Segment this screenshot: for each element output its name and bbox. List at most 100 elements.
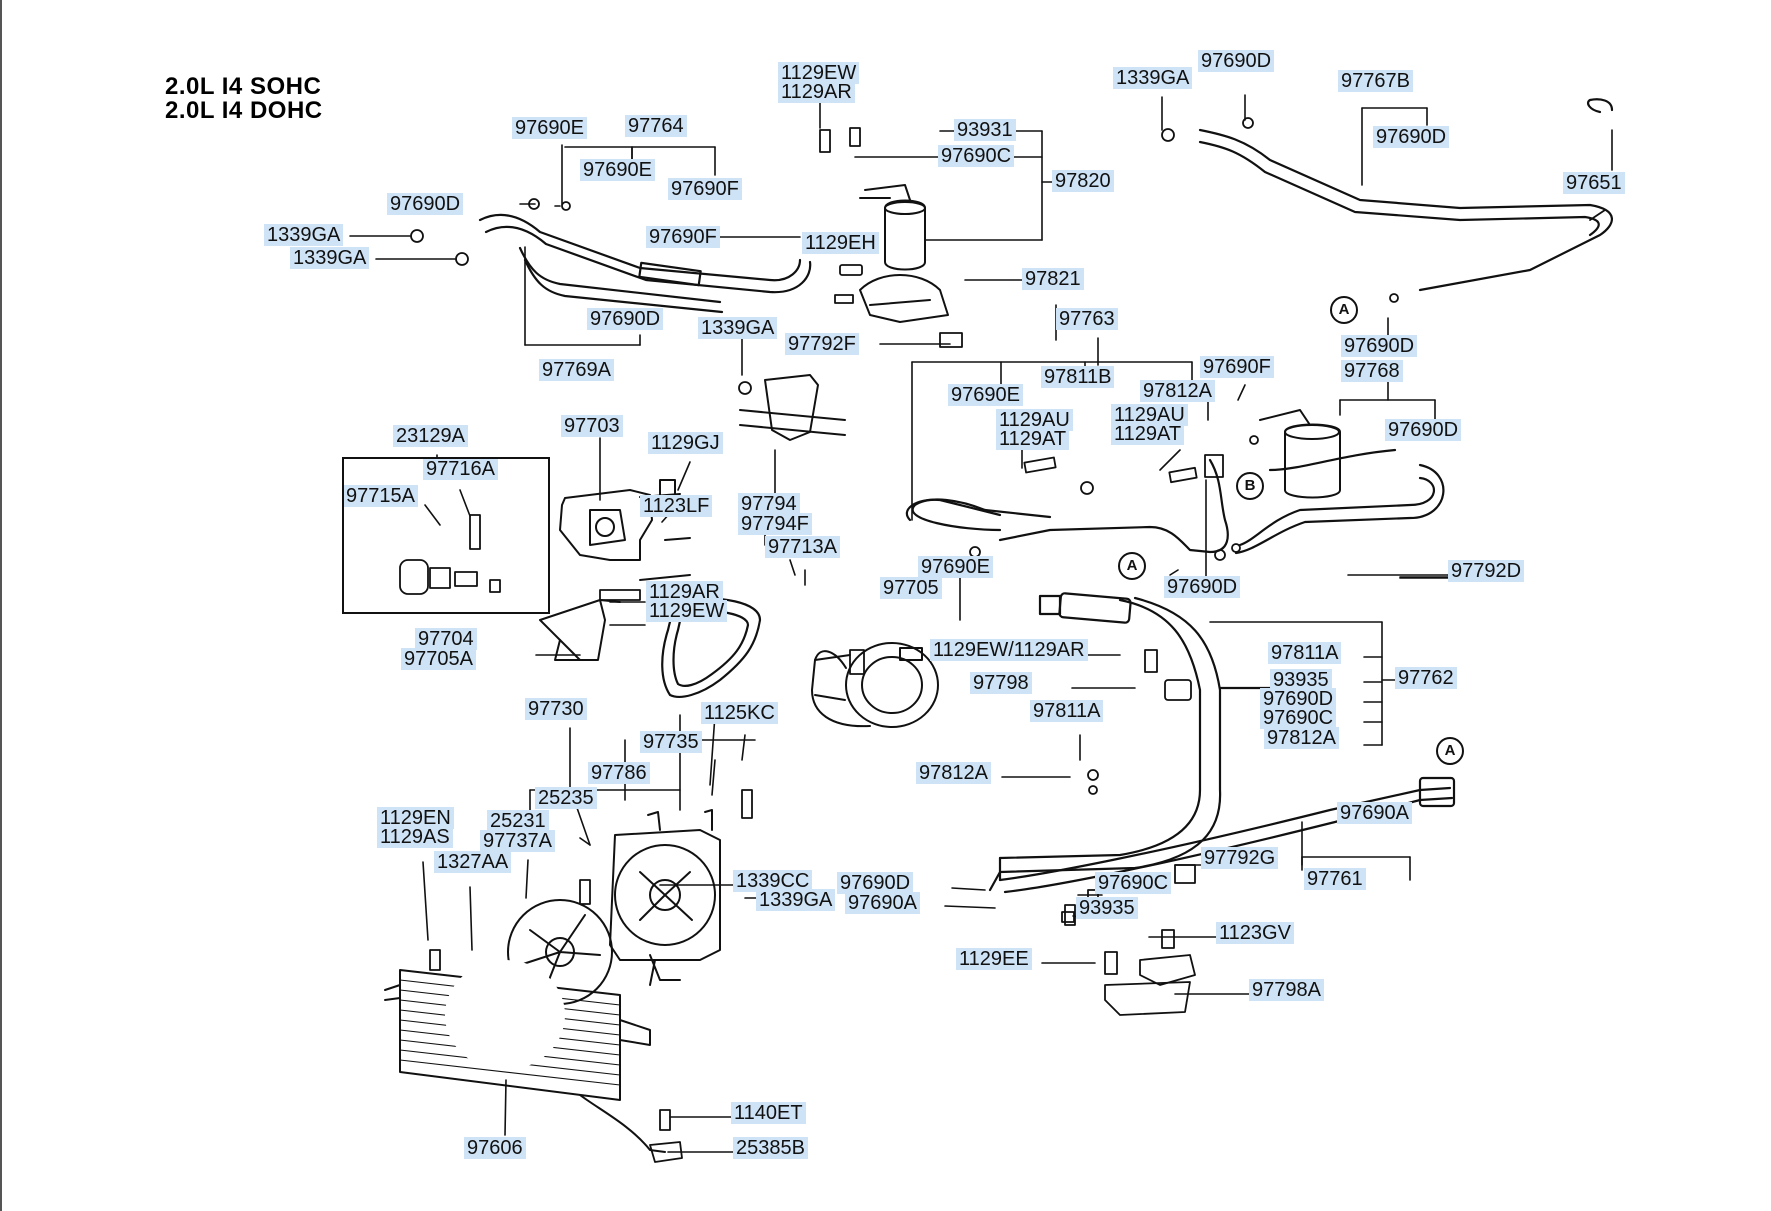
part-label: 1339CC [733,870,813,892]
part-label: 1140ET [731,1102,806,1124]
part-label: 97690E [580,159,655,181]
part-label: 1339GA [698,317,778,339]
part-label: 97794 [738,493,800,515]
part-label: 1129EN [377,807,454,829]
part-label: 97763 [1056,308,1118,330]
part-label: 97705A [401,648,476,670]
bracket-group [507,374,846,1005]
part-label: 1123GV [1216,922,1294,944]
part-label: 97690D [1373,126,1450,148]
part-label: 97786 [588,762,650,784]
ref-marker-a: A [1436,737,1464,765]
ref-marker-a: A [1118,552,1146,580]
part-label: 1129AR [646,581,723,603]
part-label: 97690D [1260,688,1337,710]
page-border [0,0,2,1211]
engine-title-2: 2.0L I4 DOHC [165,97,323,124]
part-label: 97811B [1041,366,1115,388]
part-label: 97690C [1095,872,1172,894]
part-label: 97690D [1385,419,1462,441]
part-label: 97767B [1338,70,1413,92]
hose-lines [478,98,1614,894]
part-label: 97792F [785,333,859,355]
part-label: 97737A [480,830,555,852]
part-label: 97792G [1201,847,1279,869]
part-label: 97764 [625,115,687,137]
fittings [399,117,1606,1163]
part-label: 97690D [387,193,464,215]
kit-box [342,457,550,614]
engine-title-1: 2.0L I4 SOHC [165,73,322,100]
part-label: 97606 [464,1137,526,1159]
part-label: 1129EW [646,600,728,622]
part-label: 97713A [765,536,840,558]
part-label: 25385B [733,1137,808,1159]
part-label: 97651 [1563,172,1625,194]
part-label: 1129EE [956,948,1032,970]
part-label: 1125KC [701,702,778,724]
part-label: 97715A [343,485,418,507]
ref-marker-a: A [1330,296,1358,324]
part-label: 1339GA [290,247,370,269]
part-label: 1129AU [1111,404,1188,426]
part-label: 97798A [1249,979,1324,1001]
part-label: 1123LF [640,495,713,517]
part-label: 97811A [1268,642,1342,664]
part-label: 97690D [837,872,914,894]
part-label: 97705 [880,577,942,599]
part-label: 97690E [948,384,1023,406]
part-label: 1339GA [756,889,836,911]
part-label: 97690C [1260,707,1337,729]
part-label: 97812A [916,762,991,784]
part-label: 97690E [918,556,993,578]
part-label: 97690D [587,308,664,330]
part-label: 97811A [1030,700,1104,722]
part-label: 97690F [668,178,742,200]
part-label: 1129AT [996,428,1070,450]
part-label: 97761 [1304,868,1366,890]
part-label: 97690E [512,117,587,139]
condenser [384,960,666,1153]
part-label: 97812A [1140,380,1215,402]
part-label: 97792D [1448,560,1525,582]
part-label: 97690A [845,892,920,914]
part-label: 1129EW/1129AR [930,639,1088,661]
part-label: 1339GA [264,224,344,246]
part-label: 97794F [738,513,812,535]
part-label: 97690D [1164,576,1241,598]
part-label: 1129GJ [648,432,723,454]
part-label: 97690F [1200,356,1274,378]
part-label: 25231 [487,810,549,832]
part-label: 1129EW [778,62,860,84]
part-label: 25235 [535,787,597,809]
part-label: 97690D [1198,50,1275,72]
part-label: 97768 [1341,360,1403,382]
part-label: 93931 [954,119,1016,141]
part-label: 1129AT [1111,423,1185,445]
part-label: 23129A [393,425,468,447]
part-label: 97821 [1022,268,1084,290]
part-label: 97690F [646,226,720,248]
part-label: 1129EH [802,232,879,254]
part-label: 1327AA [434,851,512,873]
part-label: 1129AS [377,826,453,848]
part-label: 97820 [1052,170,1114,192]
part-label: 97716A [423,458,498,480]
part-label: 97769A [539,359,614,381]
part-label: 97798 [970,672,1032,694]
part-label: 93935 [1076,897,1138,919]
part-label: 97735 [640,731,702,753]
ref-marker-b: B [1236,472,1264,500]
part-label: 97704 [415,628,477,650]
part-label: 97812A [1264,727,1339,749]
receiver-drier [859,184,1341,499]
part-label: 97762 [1395,667,1457,689]
part-label: 97690A [1337,802,1412,824]
part-label: 1339GA [1113,67,1193,89]
part-label: 97690C [938,145,1015,167]
part-label: 93935 [1270,669,1332,691]
part-label: 1129AU [996,409,1073,431]
part-label: 97730 [525,698,587,720]
